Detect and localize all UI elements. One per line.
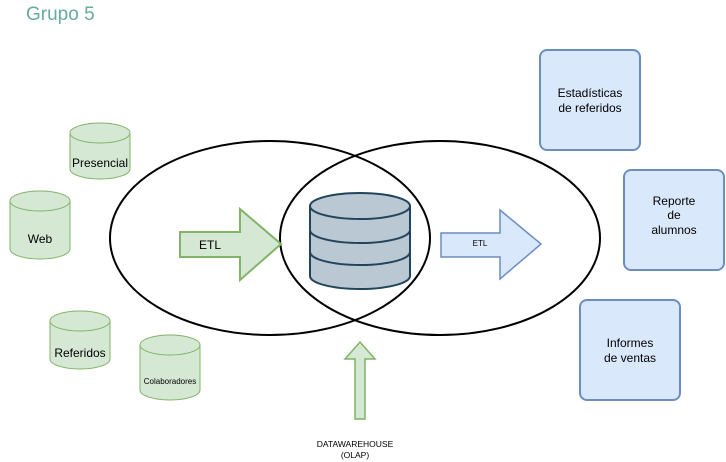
source-colaboradores-label: Colaboradores [144,377,196,386]
output-informes-line2: de ventas [604,351,656,365]
right-ellipse [279,140,601,336]
left-ellipse [109,140,431,336]
etl-right-label: ETL [473,239,488,248]
source-web[interactable]: Web [9,190,71,260]
output-estadisticas-line2: de referidos [558,101,621,115]
etl-left-label: ETL [199,238,221,252]
olap-up-arrow[interactable] [343,340,377,420]
source-referidos-label: Referidos [54,346,105,360]
output-informes-ventas[interactable]: Informes de ventas [579,299,681,401]
output-reporte-alumnos[interactable]: Reporte de alumnos [623,169,725,271]
output-estadisticas-line1: Estadísticas [558,86,623,100]
etl-arrow-left[interactable]: ETL [179,206,283,283]
datawarehouse-database-icon[interactable] [309,192,411,290]
output-informes-line1: Informes [607,336,654,350]
diagram-title: Grupo 5 [26,4,95,25]
source-web-label: Web [28,232,53,246]
output-reporte-line1: Reporte [653,194,696,208]
source-presencial[interactable]: Presencial [69,122,131,180]
output-reporte-line2: de [667,208,681,222]
source-referidos[interactable]: Referidos [49,310,111,370]
output-estadisticas-referidos[interactable]: Estadísticas de referidos [539,49,641,151]
output-reporte-line3: alumnos [651,223,696,237]
source-colaboradores[interactable]: Colaboradores [139,334,201,401]
source-presencial-label: Presencial [72,156,128,170]
datawarehouse-label-line2: (OLAP) [341,450,370,460]
etl-arrow-right[interactable]: ETL [440,208,543,281]
datawarehouse-label-line1: DATAWAREHOUSE [317,439,394,449]
